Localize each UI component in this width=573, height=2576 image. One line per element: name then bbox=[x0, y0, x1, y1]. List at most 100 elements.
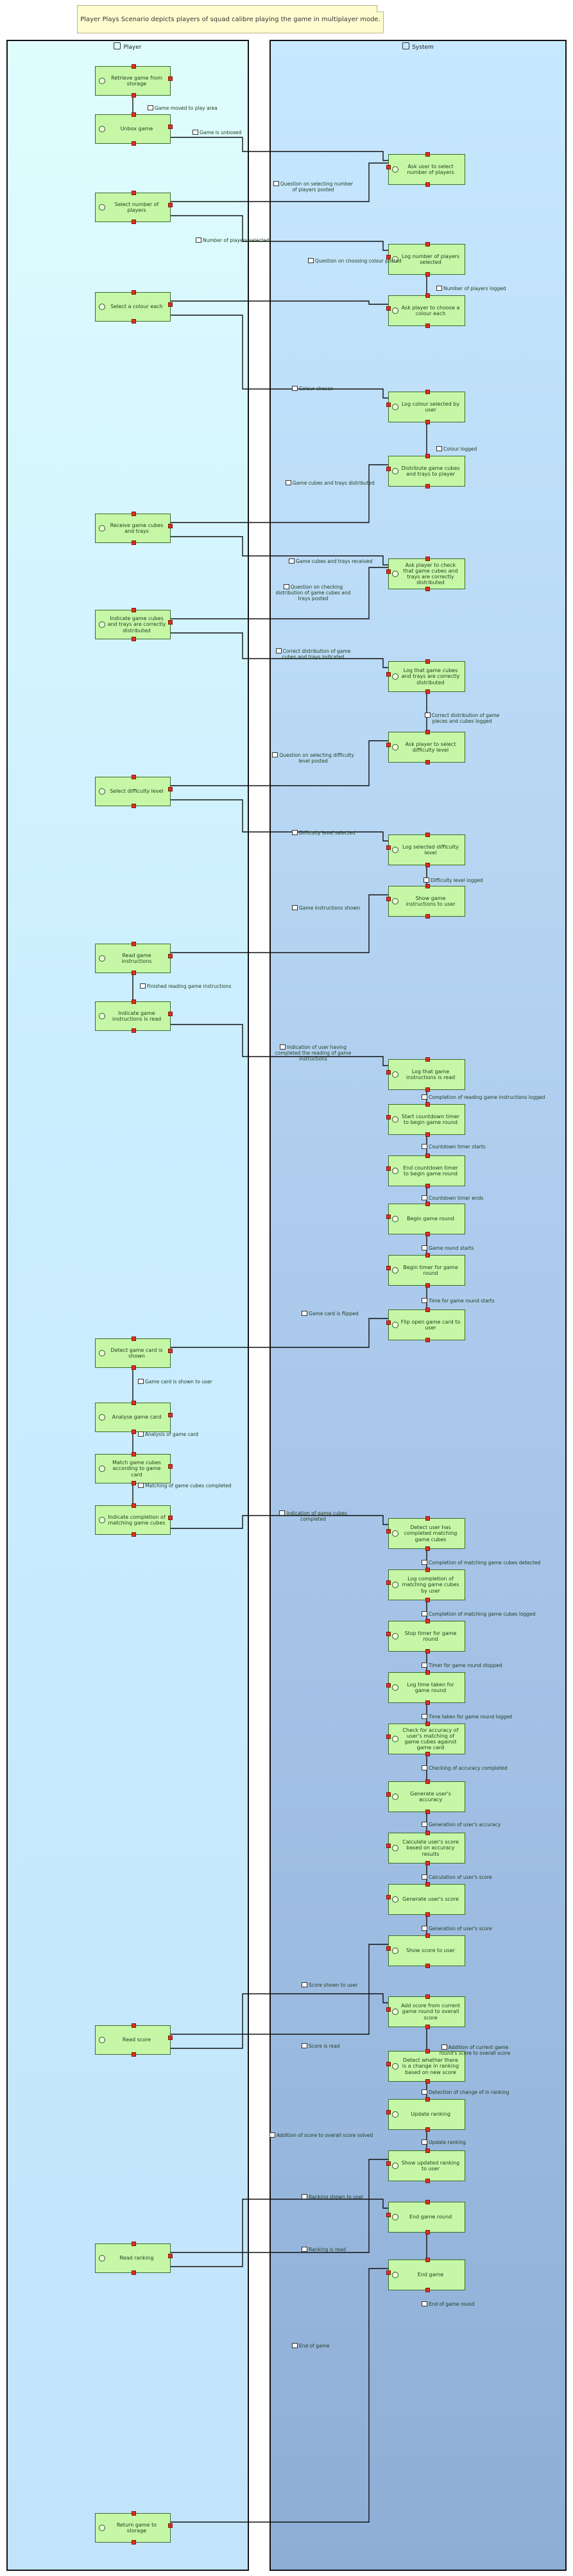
flow-label: Game cubes and trays received bbox=[289, 558, 372, 564]
system-step: Log completion of matching game cubes by… bbox=[386, 1568, 465, 1602]
flow-label: Time for game round starts bbox=[422, 1298, 495, 1304]
object-flow-icon bbox=[424, 713, 431, 718]
player-step: Analyse game card bbox=[95, 1401, 173, 1434]
system-step: Update ranking bbox=[386, 2097, 465, 2132]
input-port bbox=[425, 2200, 430, 2204]
input-port bbox=[132, 2023, 136, 2028]
output-port bbox=[425, 1598, 430, 1602]
side-port bbox=[386, 1166, 391, 1171]
side-port bbox=[168, 2523, 173, 2528]
scenario-note-text: Player Plays Scenario depicts players of… bbox=[80, 15, 381, 23]
player-step: Select number of players bbox=[95, 191, 173, 224]
system-step-label: Detect user has completed matching game … bbox=[404, 1525, 458, 1543]
input-port bbox=[132, 942, 136, 946]
side-port bbox=[386, 1115, 391, 1119]
flow-label-text: Completion of reading game instructions … bbox=[429, 1094, 545, 1100]
flow-label-text: Time for game round starts bbox=[429, 1298, 495, 1304]
output-port bbox=[425, 1087, 430, 1092]
object-flow-icon bbox=[279, 1044, 286, 1050]
flow-label: Game round starts bbox=[422, 1245, 474, 1251]
flow-line bbox=[171, 799, 388, 842]
flow-label-text: Game is unboxed bbox=[200, 130, 242, 135]
side-port bbox=[386, 402, 391, 407]
flow-label-text: Time taken for game round logged bbox=[429, 1714, 513, 1720]
flow-line bbox=[171, 1024, 388, 1066]
flow-label: Generation of user's score bbox=[422, 1926, 492, 1932]
system-step-label: Show updated ranking to user bbox=[401, 2159, 460, 2172]
flow-label: Generation of user's accuracy bbox=[422, 1822, 500, 1828]
system-step: Log colour selected by user bbox=[386, 390, 465, 424]
flow-label: Completion of reading game instructions … bbox=[422, 1094, 545, 1100]
side-port bbox=[168, 524, 173, 528]
system-step: Show score to user bbox=[386, 1933, 465, 1968]
system-step-label: Stop timer for game round bbox=[404, 1630, 457, 1642]
flow-line bbox=[171, 464, 388, 523]
flow-label-text: Completion of matching game cubes logged bbox=[429, 1611, 536, 1617]
flow-label-text: Detection of change of in ranking bbox=[429, 2089, 509, 2095]
output-port bbox=[132, 1028, 136, 1033]
input-port bbox=[132, 608, 136, 612]
output-port bbox=[425, 1964, 430, 1968]
object-flow-icon bbox=[422, 1144, 427, 1149]
side-port bbox=[386, 1683, 391, 1688]
player-swimlane: Player bbox=[6, 40, 249, 2571]
flow-line bbox=[171, 894, 388, 953]
side-port bbox=[168, 302, 173, 307]
flow-label: Indication of user having completed the … bbox=[271, 1044, 355, 1062]
flow-label-text: Difficulty level selected bbox=[299, 830, 355, 836]
system-step: Begin timer for game round bbox=[386, 1253, 465, 1288]
system-step-label: End game round bbox=[409, 2214, 452, 2220]
flow-label-text: Question on selecting difficulty level p… bbox=[279, 752, 354, 764]
system-step-label: Log number of players selected bbox=[401, 253, 460, 265]
object-flow-icon bbox=[422, 1298, 427, 1303]
output-port bbox=[425, 914, 430, 919]
flow-label: Game cubes and trays distributed bbox=[286, 480, 375, 486]
side-port bbox=[168, 1516, 173, 1520]
flow-line bbox=[171, 300, 388, 305]
system-step: End game bbox=[386, 2258, 465, 2292]
object-flow-icon bbox=[302, 2247, 307, 2252]
system-step: Detect whether there is a change in rank… bbox=[386, 2049, 465, 2084]
player-step-label: Analyse game card bbox=[112, 1414, 162, 1421]
flow-label: Checking of accuracy completed bbox=[422, 1765, 508, 1771]
flow-line bbox=[171, 1944, 388, 2035]
system-step-label: Distribute game cubes and trays to playe… bbox=[401, 465, 460, 477]
side-port bbox=[168, 620, 173, 625]
player-step: Detect game card is shown bbox=[95, 1336, 173, 1370]
output-port bbox=[132, 1430, 136, 1434]
system-step: Detect user has completed matching game … bbox=[386, 1516, 465, 1551]
system-step: Ask player to check that game cubes and … bbox=[386, 557, 465, 591]
player-step: Return game to storage bbox=[95, 2511, 173, 2545]
side-port bbox=[386, 1529, 391, 1534]
flow-line bbox=[171, 1515, 388, 1529]
flow-label: Matching of game cubes completed bbox=[138, 1483, 231, 1489]
flow-label-text: Colour chosen bbox=[299, 386, 334, 392]
object-flow-icon bbox=[138, 1431, 144, 1437]
input-port bbox=[425, 1057, 430, 1062]
system-step: Begin game round bbox=[386, 1202, 465, 1236]
flow-label-text: Generation of user's score bbox=[429, 1926, 492, 1932]
flow-label: Addition of score to overall score solve… bbox=[269, 2132, 373, 2138]
input-port bbox=[425, 1102, 430, 1107]
flow-label-text: Game instructions shown bbox=[299, 905, 361, 911]
flow-label-text: Calculation of user's score bbox=[429, 1874, 492, 1880]
system-step-label: Begin timer for game round bbox=[403, 1264, 458, 1276]
output-port bbox=[132, 1481, 136, 1485]
system-step: Show game instructions to user bbox=[386, 884, 465, 919]
output-port bbox=[425, 1810, 430, 1814]
side-port bbox=[386, 1946, 391, 1951]
output-port bbox=[425, 1752, 430, 1756]
object-flow-icon bbox=[422, 1611, 427, 1616]
side-port bbox=[168, 787, 173, 791]
flow-label-text: Checking of accuracy completed bbox=[429, 1765, 508, 1771]
object-flow-icon bbox=[422, 1245, 427, 1250]
flow-label-text: Finished reading game instructions bbox=[147, 983, 232, 989]
input-port bbox=[425, 1779, 430, 1784]
output-port bbox=[132, 220, 136, 224]
object-flow-icon bbox=[436, 286, 442, 291]
output-port bbox=[425, 2288, 430, 2292]
output-port bbox=[425, 2230, 430, 2235]
input-port bbox=[425, 1670, 430, 1675]
flow-label-text: Question on selecting number of players … bbox=[280, 181, 354, 193]
flow-line bbox=[171, 137, 388, 161]
